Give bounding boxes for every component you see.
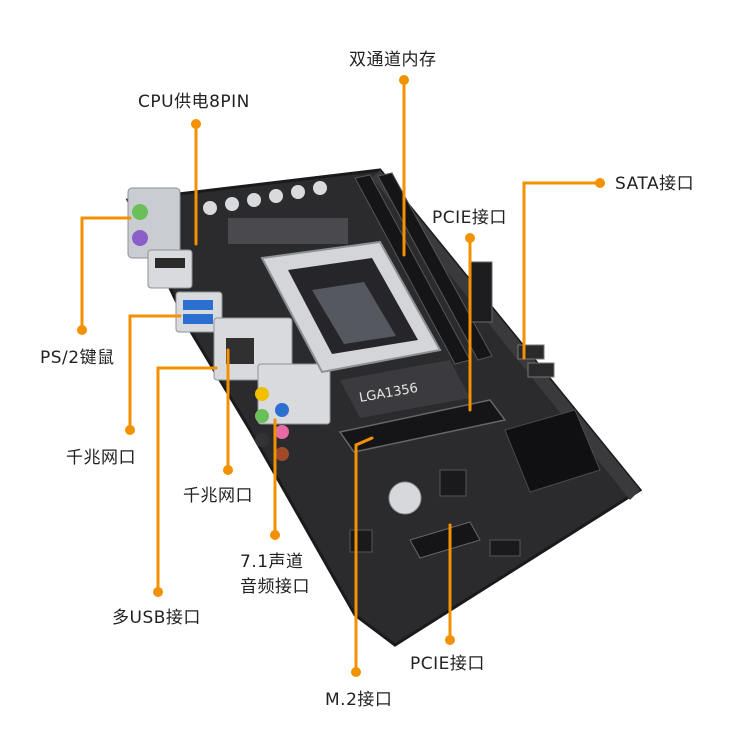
usb-port-icon — [147, 249, 223, 333]
leader-usb — [156, 366, 218, 594]
label-m2: M.2接口 — [325, 690, 393, 710]
small-chip — [349, 529, 373, 553]
cpu-socket — [260, 240, 470, 418]
label-lan-left: 千兆网口 — [66, 448, 136, 468]
small-chip — [439, 469, 467, 497]
leader-ps2 — [80, 216, 132, 332]
label-pcie-bottom: PCIE接口 — [410, 654, 485, 674]
label-audio-line2: 音频接口 — [240, 577, 310, 597]
label-pcie-top: PCIE接口 — [432, 208, 507, 228]
leader-lan-left — [128, 314, 182, 432]
lan-port-icon — [213, 317, 331, 425]
label-ps2: PS/2键鼠 — [40, 348, 115, 368]
label-audio-line1: 7.1声道 — [240, 552, 304, 572]
pcie-slot-top — [338, 399, 507, 453]
label-lan-right: 千兆网口 — [183, 486, 253, 506]
chipset-heatsink — [504, 409, 601, 493]
cmos-battery — [388, 481, 422, 515]
memory-slots — [354, 172, 493, 365]
label-memory: 双通道内存 — [349, 50, 437, 70]
audio-jack-icon — [255, 387, 289, 461]
small-chip — [489, 539, 521, 557]
label-cpu-power: CPU供电8PIN — [138, 92, 250, 112]
leader-sata — [522, 181, 602, 360]
leader-m2 — [354, 436, 374, 674]
label-usb: 多USB接口 — [112, 608, 201, 628]
ps2-port-icon — [127, 187, 181, 259]
label-sata: SATA接口 — [615, 174, 695, 194]
capacitor-row — [203, 181, 348, 244]
